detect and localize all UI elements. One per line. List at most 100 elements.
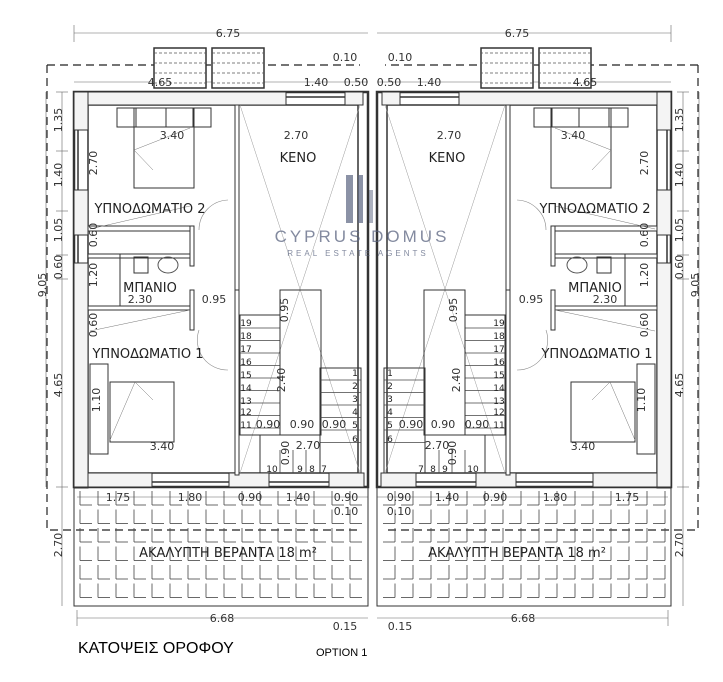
label-bot5: 0.90 [334, 491, 359, 504]
headboard [89, 363, 109, 455]
wall-west [73, 91, 89, 131]
unit-left-geometry [45, 25, 370, 626]
label-veranda: ΑΚΑΛΥΠΤΗ ΒΕΡΑΝΤΑ 18 m² [428, 546, 606, 561]
watermark-brand: CYPRUS DOMUS [275, 227, 450, 246]
stair-step-number: 9 [297, 465, 303, 475]
stair-step-number: 5 [387, 421, 393, 431]
stair-step-number: 8 [430, 465, 436, 475]
bed-line [591, 381, 611, 401]
stair-step-number: 18 [493, 332, 505, 342]
stair-step-number: 7 [418, 465, 424, 475]
label-void: ΚΕΝΟ [429, 151, 466, 166]
partition [550, 225, 556, 267]
label-bedroom1: ΥΠΝΟΔΩΜΑΤΙΟ 1 [91, 347, 203, 362]
stair-step-number: 2 [352, 382, 358, 392]
label-overall-depth: 9.05 [36, 273, 49, 298]
stair-step-number: 19 [493, 319, 505, 329]
partition-bath-bed1 [551, 305, 658, 311]
bed-line [133, 127, 191, 151]
wall-north-right [381, 91, 401, 106]
label-side5: 4.65 [52, 373, 65, 398]
label-bed2-width: 3.40 [561, 129, 586, 142]
label-top-seg3: 0.50 [344, 76, 369, 89]
wall-south [87, 472, 153, 488]
stair-step-number: 12 [240, 408, 251, 418]
bed-line [133, 149, 154, 171]
bed-line [554, 127, 612, 151]
label-overall-width: 6.75 [505, 27, 530, 40]
label-wardrobe2: 0.60 [638, 223, 651, 248]
label-landing: 0.90 [279, 441, 292, 466]
door-swing [198, 199, 229, 231]
watermark-tagline: REAL ESTATE AGENTS [287, 249, 428, 258]
stair-step-number: 1 [352, 369, 358, 379]
stair-step-number: 17 [240, 345, 251, 355]
nightstand [551, 107, 580, 128]
stair-step-number: 15 [240, 371, 251, 381]
unit-right-geometry [375, 25, 700, 626]
label-side4: 0.60 [673, 255, 686, 280]
label-bed1-width: 3.40 [571, 440, 596, 453]
bed-line [109, 381, 136, 441]
watermark-logo: CYPRUS DOMUS REAL ESTATE AGENTS [275, 175, 450, 258]
label-side2: 1.40 [673, 163, 686, 188]
label-gap-veranda: 0.15 [333, 620, 358, 633]
stair-step-number: 14 [493, 384, 505, 394]
stair-step-number: 10 [467, 465, 479, 475]
door-swing [197, 329, 229, 371]
stair-step-number: 6 [387, 435, 393, 445]
label-hall-depth: 0.95 [447, 298, 460, 323]
bed-line [609, 381, 636, 441]
label-bathroom: ΜΠΑΝΙΟ [568, 281, 622, 296]
label-bed1-bed: 1.10 [90, 388, 103, 413]
label-stair-total: 2.70 [425, 439, 450, 452]
label-bot5: 0.90 [387, 491, 412, 504]
label-stair-len: 2.40 [275, 368, 288, 393]
label-bot3: 0.90 [238, 491, 263, 504]
partition [550, 289, 556, 331]
label-side3: 1.05 [673, 218, 686, 243]
headboard [116, 107, 212, 128]
wall-north [73, 91, 287, 106]
stair-flight [319, 367, 362, 474]
stair-step-number: 4 [352, 408, 358, 418]
bed-1 [570, 381, 636, 443]
stair-step-number: 11 [493, 421, 504, 431]
bed-2 [133, 107, 195, 189]
wall-west [656, 91, 672, 131]
void-diagonal [239, 104, 361, 474]
nightstand [135, 107, 167, 128]
sink [566, 256, 588, 274]
label-side3: 1.05 [52, 218, 65, 243]
wardrobe-line [554, 309, 656, 332]
stair-step-number: 5 [352, 421, 358, 431]
partition [505, 289, 511, 476]
stair-step-number: 18 [240, 332, 252, 342]
partition [189, 225, 195, 267]
wall-west [73, 189, 89, 236]
label-bath-depth: 1.20 [638, 263, 651, 288]
stair-step-number: 13 [493, 397, 504, 407]
label-top-seg1: 4.65 [148, 76, 173, 89]
label-side2: 1.40 [52, 163, 65, 188]
partition [234, 104, 240, 291]
label-veranda-depth: 2.70 [673, 533, 686, 558]
label-bed2-depth: 2.70 [638, 151, 651, 176]
label-bot3: 0.90 [483, 491, 508, 504]
label-stair-w1: 0.90 [465, 418, 490, 431]
label-landing: 0.90 [446, 441, 459, 466]
chimney [153, 47, 207, 89]
label-gap-top: 0.10 [333, 51, 358, 64]
label-bedroom1: ΥΠΝΟΔΩΜΑΤΙΟ 1 [540, 347, 652, 362]
label-bot1: 1.75 [615, 491, 640, 504]
door-swing [516, 329, 548, 371]
label-stair-w2: 0.90 [431, 418, 456, 431]
label-veranda-width: 6.68 [511, 612, 536, 625]
label-bedroom2: ΥΠΝΟΔΩΜΑΤΙΟ 2 [538, 202, 650, 217]
wall-north [458, 91, 672, 106]
partition [505, 104, 511, 291]
stair-landing [424, 434, 486, 474]
label-stair-total: 2.70 [296, 439, 321, 452]
label-bath-width: 2.30 [593, 293, 618, 306]
label-void: ΚΕΝΟ [280, 151, 317, 166]
